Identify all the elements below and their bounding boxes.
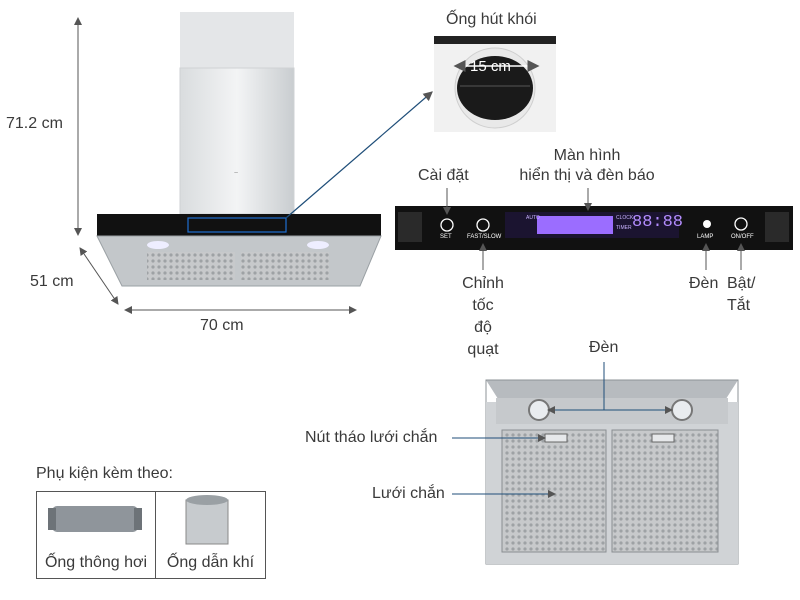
hood-body <box>96 214 382 287</box>
panel-clock-text: CLOCK <box>616 215 634 221</box>
duct-diameter-label: 15 cm <box>470 58 511 75</box>
panel-fast-slow-text: FAST/SLOW <box>467 234 502 240</box>
fan-label-line2: tốc <box>472 297 494 314</box>
accessory-name: Ống thông hơi <box>44 554 148 571</box>
display-label-line2: hiển thị và đèn báo <box>519 167 655 184</box>
width-label: 70 cm <box>200 317 244 334</box>
hood-underside <box>485 379 739 565</box>
panel-digits: 88:88 <box>632 213 684 232</box>
depth-label: 51 cm <box>30 273 74 290</box>
duct-title: Ống hút khói <box>446 11 537 28</box>
power-label-line1: Bật/ <box>727 275 756 292</box>
accessories-title: Phụ kiện kèm theo: <box>36 465 173 482</box>
fan-label-line3: độ <box>474 319 492 336</box>
bottom-lamp-label: Đèn <box>589 339 619 356</box>
panel-auto-text: AUTO <box>526 215 540 221</box>
duct-inset <box>434 36 556 132</box>
filter-label: Lưới chắn <box>372 485 445 502</box>
fan-label-line4: quạt <box>467 341 499 358</box>
vent-pipe-image <box>48 506 142 532</box>
display-label-line1: Màn hình <box>553 147 621 164</box>
panel-set-text: SET <box>440 234 452 240</box>
air-duct-image <box>185 495 229 545</box>
accessories-table: Ống thông hơi Ống dẫn khí <box>36 491 266 579</box>
accessory-name: Ống dẫn khí <box>166 554 255 571</box>
accessory-vent-pipe: Ống thông hơi <box>37 492 156 578</box>
power-label-line2: Tắt <box>727 297 751 314</box>
hood-chimney: ~ <box>179 12 295 215</box>
panel-timer-text: TIMER <box>616 225 632 231</box>
filter-release-label: Nút tháo lưới chắn <box>305 429 438 446</box>
lamp-label: Đèn <box>689 275 719 292</box>
settings-label: Cài đặt <box>418 167 469 184</box>
chimney-logo: ~ <box>234 170 238 177</box>
depth-dimension <box>79 247 119 305</box>
duct-callout-line <box>285 91 433 219</box>
control-panel <box>395 206 793 250</box>
panel-on-off-text: ON/OFF <box>731 234 754 240</box>
panel-lamp-text: LAMP <box>697 234 714 240</box>
fan-label-line1: Chỉnh <box>462 275 504 292</box>
height-label: 71.2 cm <box>6 115 63 132</box>
accessory-air-duct: Ống dẫn khí <box>156 492 265 578</box>
